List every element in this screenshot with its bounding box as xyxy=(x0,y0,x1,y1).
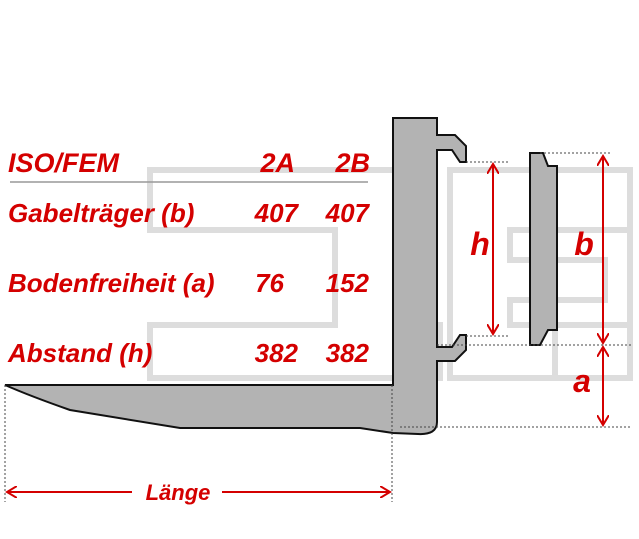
row-label: Abstand (h) xyxy=(7,338,152,368)
header-label: ISO/FEM xyxy=(8,148,120,178)
row-value-2a: 407 xyxy=(254,198,300,228)
row-value-2b: 407 xyxy=(325,198,371,228)
reference-lines xyxy=(4,152,632,502)
fork-shape xyxy=(4,117,467,436)
row-value-2a: 76 xyxy=(255,268,284,298)
fork-carriage-plate xyxy=(529,152,558,346)
h-label: h xyxy=(470,226,490,262)
a-label: a xyxy=(573,363,591,399)
b-label: b xyxy=(574,226,594,262)
header-col-2b: 2B xyxy=(334,148,370,178)
row-label: Gabelträger (b) xyxy=(8,198,194,228)
row-value-2b: 382 xyxy=(326,338,370,368)
row-value-2a: 382 xyxy=(255,338,299,368)
row-label: Bodenfreiheit (a) xyxy=(8,268,215,298)
header-col-2a: 2A xyxy=(259,148,295,178)
row-value-2b: 152 xyxy=(326,268,370,298)
spec-table: ISO/FEM 2A 2B Gabelträger (b) 407 407 Bo… xyxy=(7,148,371,368)
length-label: Länge xyxy=(146,480,211,505)
